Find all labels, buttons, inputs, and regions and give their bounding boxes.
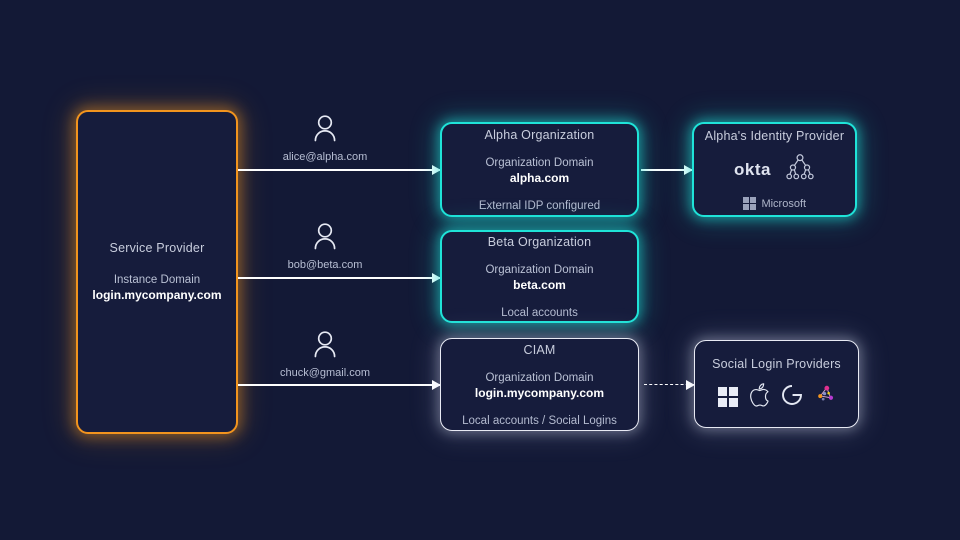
microsoft-logo-icon[interactable]: [717, 387, 738, 407]
organization-note: Local accounts: [501, 306, 578, 319]
service-provider-domain-value: login.mycompany.com: [92, 288, 222, 302]
organization-box-beta[interactable]: Beta Organization Organization Domain be…: [440, 230, 639, 323]
apple-logo-icon[interactable]: [749, 382, 770, 412]
user-icon: [312, 222, 338, 255]
user-node-bob[interactable]: bob@beta.com: [250, 222, 400, 271]
okta-logo-icon: okta: [734, 160, 771, 180]
microsoft-logo-row: Microsoft: [742, 196, 807, 211]
organization-domain-label: Organization Domain: [485, 156, 594, 169]
connector-line: [238, 277, 440, 279]
arrow-head-icon: [684, 165, 693, 175]
user-icon: [312, 330, 338, 363]
arrow-head-icon: [432, 380, 441, 390]
service-provider-box[interactable]: Service Provider Instance Domain login.m…: [76, 110, 238, 434]
connector-chuck-to-ciam: [238, 380, 441, 390]
identity-provider-title: Alpha's Identity Provider: [704, 128, 845, 143]
organization-domain-value: beta.com: [513, 277, 566, 292]
microsoft-label: Microsoft: [761, 197, 807, 210]
organization-domain-label: Organization Domain: [485, 371, 594, 384]
organization-box-alpha[interactable]: Alpha Organization Organization Domain a…: [440, 122, 639, 217]
connector-bob-to-beta: [238, 273, 441, 283]
organization-domain-value: login.mycompany.com: [474, 385, 605, 400]
service-provider-domain-label: Instance Domain: [113, 274, 201, 286]
organization-title: CIAM: [523, 342, 556, 357]
organization-title: Alpha Organization: [484, 127, 595, 142]
identity-provider-box[interactable]: Alpha's Identity Provider okta: [692, 122, 857, 217]
organization-domain-value: alpha.com: [509, 170, 570, 185]
social-login-providers-box[interactable]: Social Login Providers: [694, 340, 859, 428]
connector-line: [238, 169, 440, 171]
connector-ciam-to-social: [644, 380, 695, 390]
organization-note: External IDP configured: [478, 199, 601, 212]
generic-provider-icon[interactable]: [814, 384, 836, 411]
organization-box-ciam[interactable]: CIAM Organization Domain login.mycompany…: [440, 338, 639, 431]
connector-line-dashed: [644, 384, 694, 385]
user-node-chuck[interactable]: chuck@gmail.com: [250, 330, 400, 379]
user-email-label: alice@alpha.com: [282, 151, 368, 163]
social-login-icon-row: [717, 382, 836, 412]
microsoft-logo-icon: [742, 196, 757, 211]
user-icon: [312, 114, 338, 147]
service-provider-title: Service Provider: [109, 241, 205, 255]
organization-note: Local accounts / Social Logins: [462, 414, 617, 427]
connector-line: [641, 169, 692, 171]
connector-alice-to-alpha: [238, 165, 441, 175]
arrow-head-icon: [686, 380, 695, 390]
arrow-head-icon: [432, 165, 441, 175]
connector-alpha-to-idp: [641, 165, 693, 175]
organization-domain-label: Organization Domain: [485, 263, 594, 276]
arrow-head-icon: [432, 273, 441, 283]
google-logo-icon[interactable]: [781, 384, 803, 411]
organization-title: Beta Organization: [487, 234, 592, 249]
ldap-tree-icon: [785, 153, 815, 188]
identity-provider-logo-row: okta: [734, 153, 815, 188]
user-node-alice[interactable]: alice@alpha.com: [250, 114, 400, 163]
user-email-label: chuck@gmail.com: [279, 367, 371, 379]
social-login-providers-title: Social Login Providers: [712, 356, 841, 371]
connector-line: [238, 384, 440, 386]
user-email-label: bob@beta.com: [287, 259, 363, 271]
